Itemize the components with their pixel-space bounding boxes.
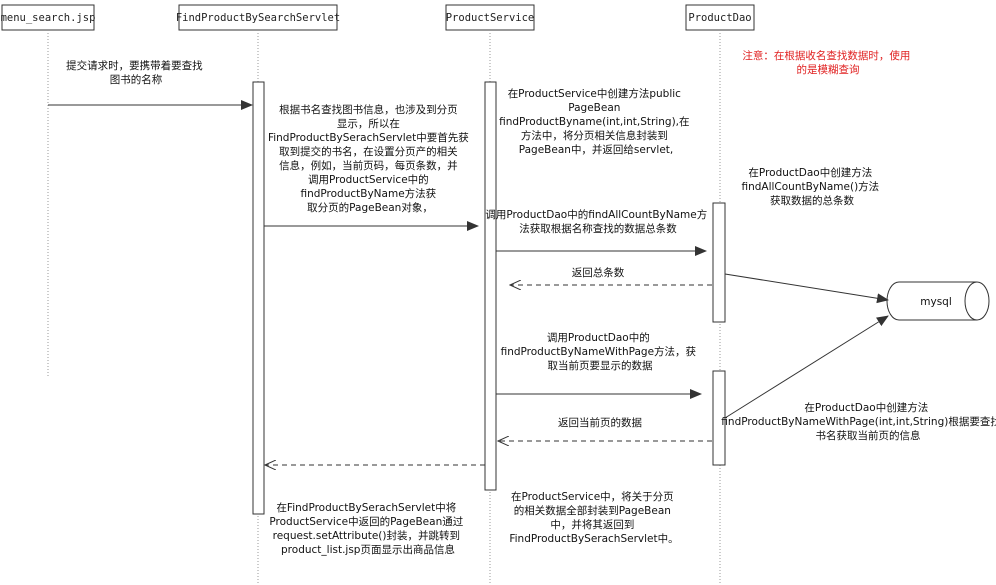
note-dao-count: 在ProductDao中创建方法 findAllCountByName()方法 … [741, 166, 882, 207]
lifeline-servlet-label: FindProductBySearchServlet [176, 12, 340, 24]
mysql-database: mysql [886, 281, 990, 321]
activation-service [484, 81, 497, 491]
note-call-count: 调用ProductDao中的findAllCountByName方 法获取根据名… [485, 208, 710, 235]
arrow-dao-to-mysql-count [724, 273, 889, 304]
lifeline-jsp: menu_search.jsp [1, 4, 96, 377]
note-return-page: 返回当前页的数据 [558, 416, 642, 429]
note-submit: 提交请求时，要携带着要查找 图书的名称 [66, 59, 206, 86]
note-service-pack: 在ProductService中，将关于分页 的相关数据全部封装到PageBea… [509, 490, 678, 545]
note-return-count: 返回总条数 [572, 266, 625, 279]
note-call-page: 调用ProductDao中的 findProductByNameWithPage… [501, 331, 700, 372]
note-warning: 注意：在根据收名查找数据时，使用 的是模糊查询 [742, 49, 913, 76]
mysql-label: mysql [920, 296, 952, 308]
lifeline-dao-label: ProductDao [688, 12, 751, 24]
lifeline-service-label: ProductService [446, 12, 535, 24]
note-servlet-forward: 在FindProductBySerachServlet中将 ProductSer… [269, 501, 466, 556]
note-service-method: 在ProductService中创建方法public PageBean find… [499, 87, 693, 156]
activation-dao-count [712, 202, 726, 323]
arrow-dao-to-mysql-page [724, 315, 889, 419]
note-servlet-desc: 根据书名查找图书信息，也涉及到分页 显示，所以在 FindProductBySe… [268, 103, 472, 214]
note-dao-page: 在ProductDao中创建方法 findProductByNameWithPa… [721, 401, 996, 442]
activation-servlet [252, 81, 265, 515]
lifeline-jsp-label: menu_search.jsp [1, 12, 96, 24]
